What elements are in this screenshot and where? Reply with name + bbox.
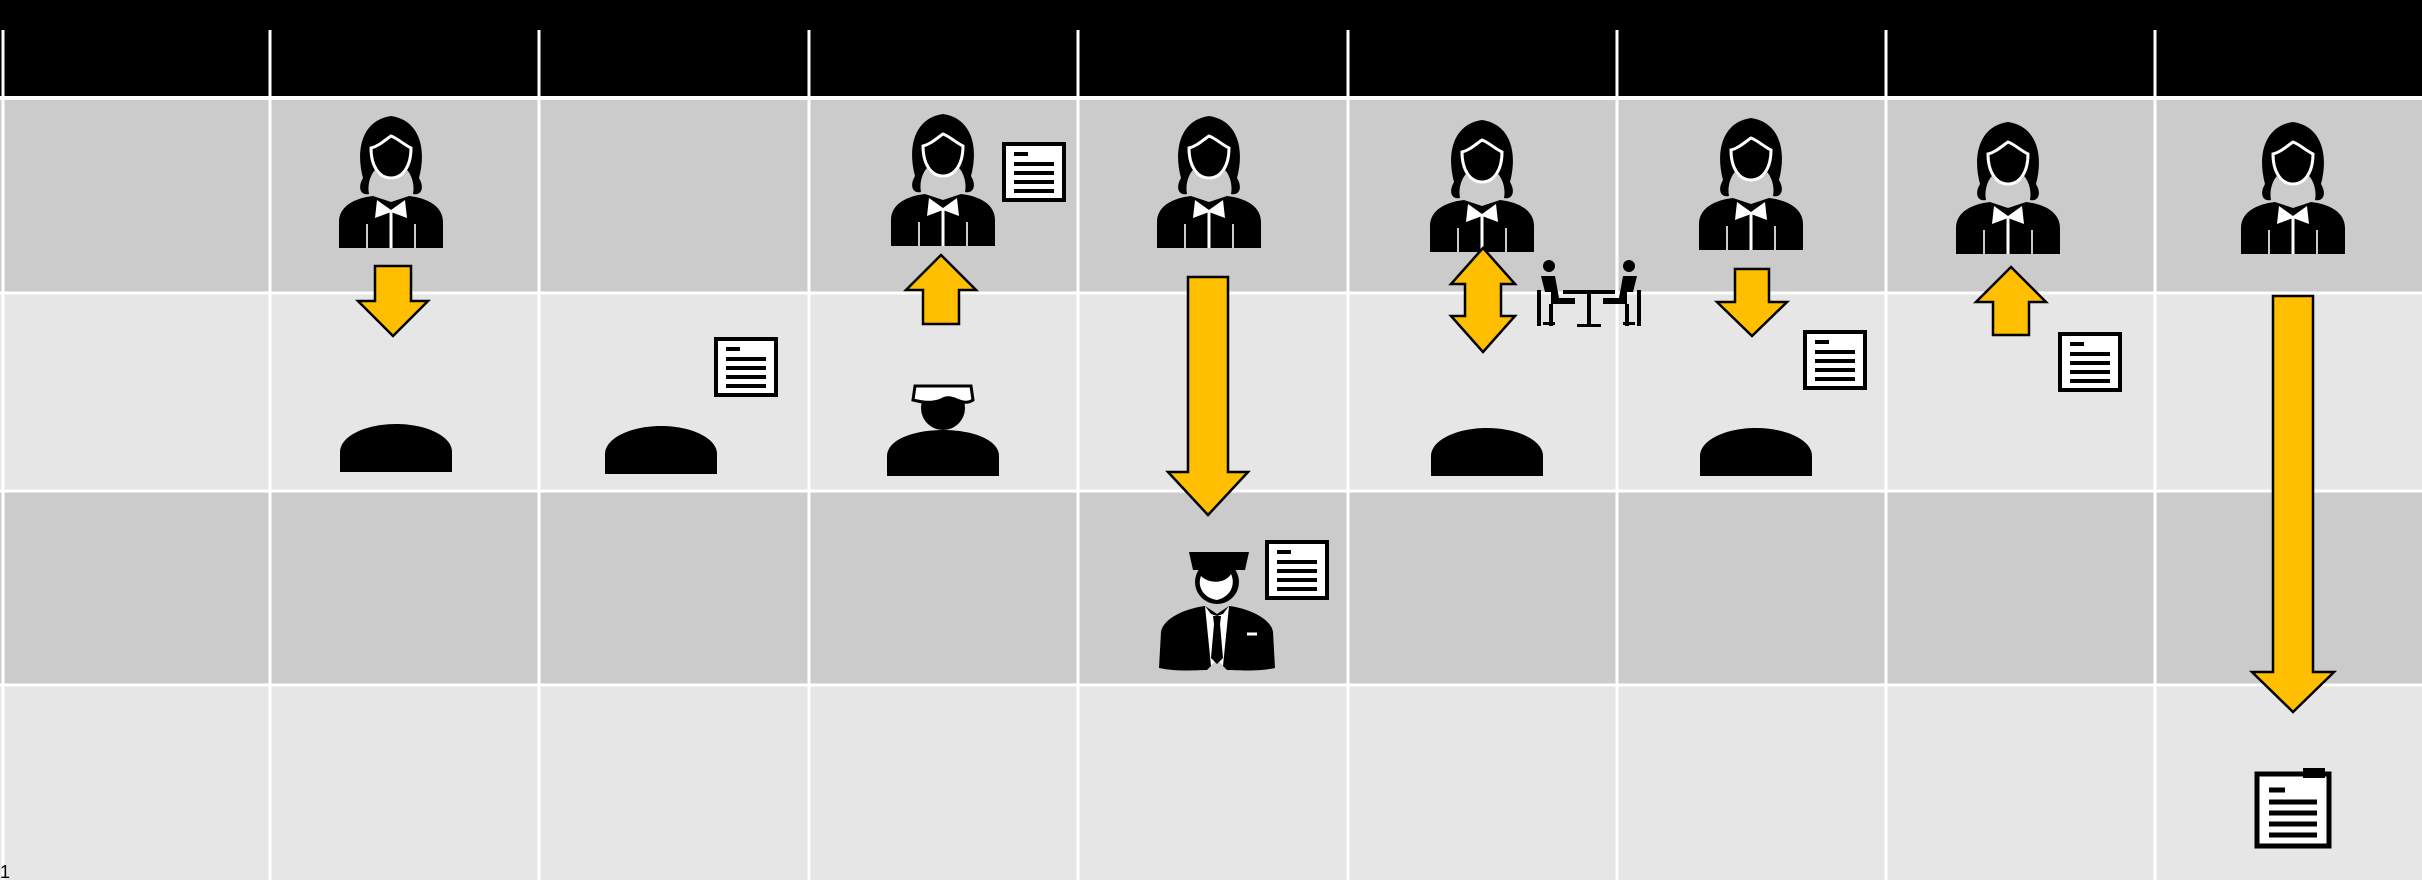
- document-icon: [2058, 332, 2122, 392]
- arrow-both-icon: [1448, 246, 1518, 354]
- arrow-long-down-icon: [1165, 275, 1251, 517]
- arrow-up-icon: [902, 253, 980, 326]
- arrow-up-icon: [1972, 265, 2050, 337]
- document-icon: [1265, 540, 1329, 600]
- document-icon: [1803, 330, 1867, 390]
- footnote-marker: 1: [0, 862, 10, 880]
- document-icon: [1002, 142, 1066, 202]
- arrow-down-icon: [354, 264, 432, 338]
- header-band: [0, 0, 2422, 96]
- column-dividers: [1, 30, 2157, 880]
- document-icon: [714, 337, 778, 397]
- arrow-down-icon: [1713, 267, 1791, 338]
- clipboard-icon: [2257, 768, 2329, 846]
- lane-4: [0, 686, 2422, 880]
- arrow-extra-long-down-icon: [2248, 294, 2338, 714]
